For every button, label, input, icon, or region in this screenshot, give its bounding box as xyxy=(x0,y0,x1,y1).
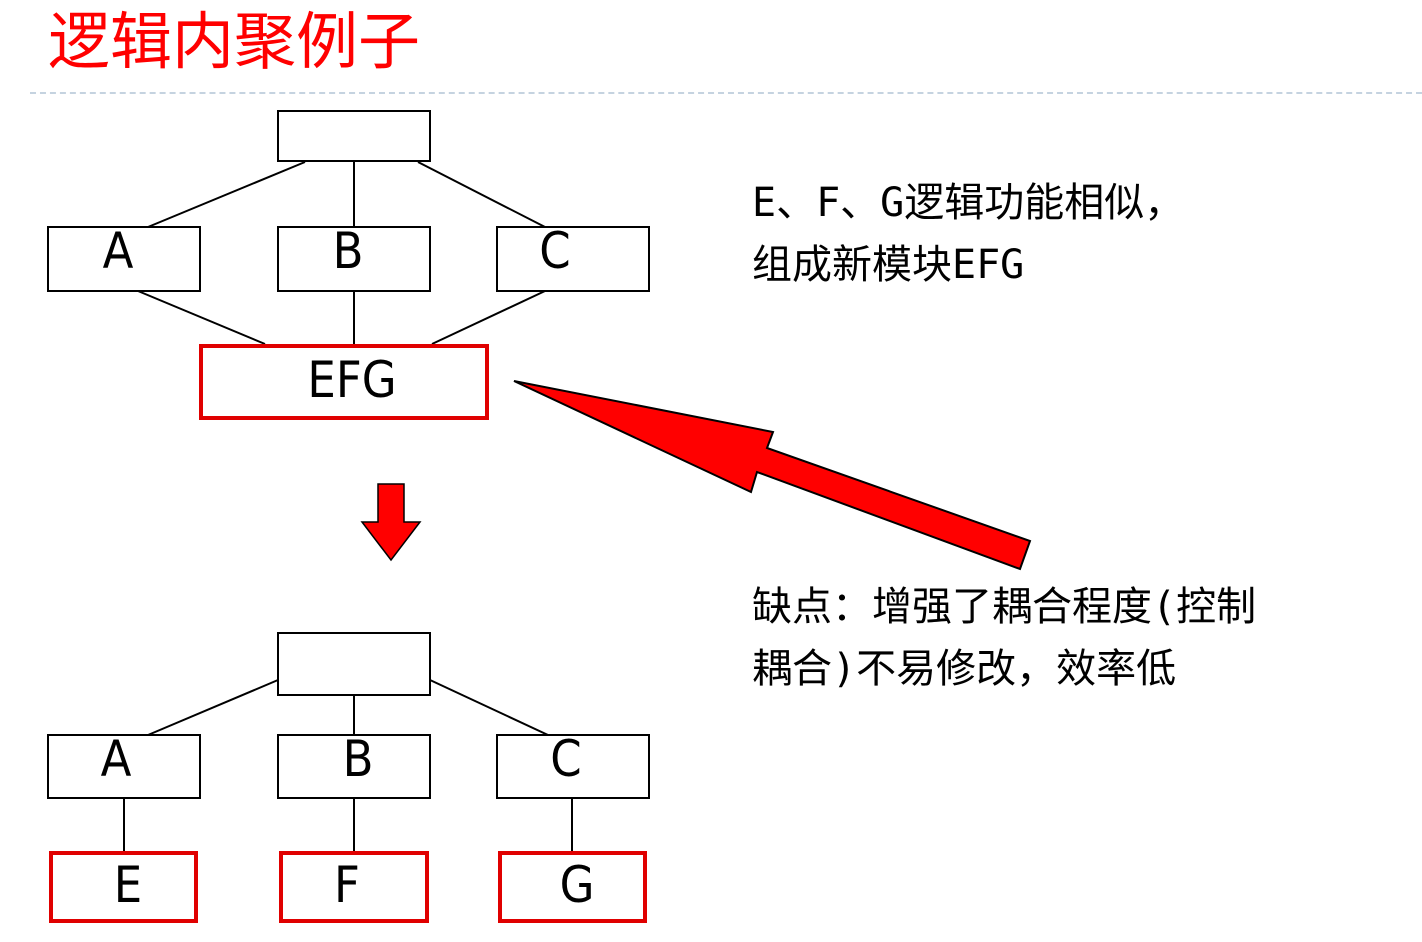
module-g-label: G xyxy=(560,856,595,914)
connector-a-efg xyxy=(137,290,266,345)
drawback-note-line-1: 缺点：增强了耦合程度(控制 xyxy=(752,584,1257,630)
bottom-module-b-label: B xyxy=(343,730,374,788)
bottom-module-c-box xyxy=(496,734,650,799)
similarity-note-line-2: 组成新模块EFG xyxy=(752,242,1025,288)
title-divider xyxy=(30,92,1422,94)
bottom-module-a-box xyxy=(47,734,201,799)
efg-module-label: EFG xyxy=(307,351,396,409)
top-module-c-label: C xyxy=(539,222,570,280)
top-root-box xyxy=(277,110,431,162)
slide-title: 逻辑内聚例子 xyxy=(48,5,421,78)
efg-module-box xyxy=(199,344,489,420)
bottom-module-a-label: A xyxy=(101,730,132,788)
bottom-root-box xyxy=(277,632,431,696)
connector-c-efg xyxy=(431,290,546,345)
similarity-note: E、F、G逻辑功能相似， 组成新模块EFG xyxy=(752,172,1184,296)
bottom-module-b-box xyxy=(277,734,431,799)
drawback-note: 缺点：增强了耦合程度(控制 耦合)不易修改，效率低 xyxy=(752,576,1256,700)
module-g-box xyxy=(498,851,647,923)
similarity-note-line-1: E、F、G逻辑功能相似， xyxy=(752,180,1185,226)
top-module-a-box xyxy=(47,226,201,292)
bottom-diagram: A B C E F G xyxy=(47,632,650,923)
pointer-arrow-icon xyxy=(513,380,1032,571)
drawback-note-line-2: 耦合)不易修改，效率低 xyxy=(752,646,1177,692)
bottom-module-c-label: C xyxy=(550,730,581,788)
module-e-box xyxy=(49,851,198,923)
top-module-c-box xyxy=(496,226,650,292)
connector-root-c xyxy=(417,161,546,228)
module-f-label: F xyxy=(334,856,360,914)
module-e-label: E xyxy=(114,856,142,914)
top-module-b-box xyxy=(277,226,431,292)
top-diagram: A B C EFG xyxy=(47,110,650,420)
module-f-box xyxy=(279,851,429,923)
top-module-b-label: B xyxy=(333,222,364,280)
down-arrow-icon xyxy=(360,483,422,562)
connector-root2-c xyxy=(429,679,549,736)
connector-root2-a xyxy=(147,679,279,736)
top-module-a-label: A xyxy=(103,222,134,280)
connector-root-a xyxy=(147,161,306,228)
